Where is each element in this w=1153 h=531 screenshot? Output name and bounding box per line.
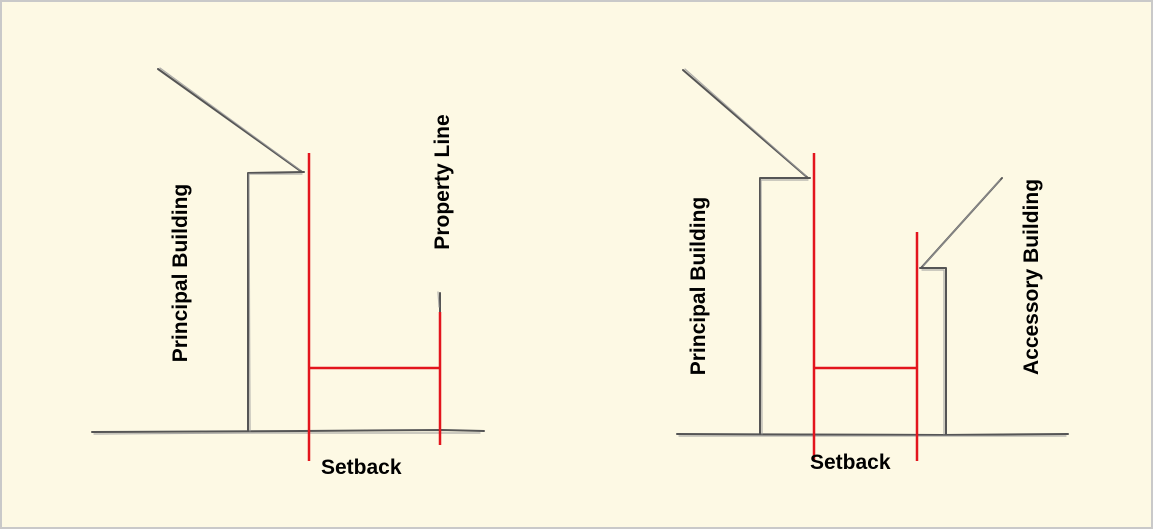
- right-ground-line: [676, 433, 1069, 437]
- left-ground-line: [91, 429, 485, 435]
- left-property-line-label: Property Line: [431, 114, 454, 249]
- right-principal-building-label: Principal Building: [687, 197, 710, 376]
- right-principal-building-outline: [759, 177, 811, 435]
- right-accessory-building-outline: [919, 267, 947, 435]
- right-accessory-building-label: Accessory Building: [1020, 179, 1043, 375]
- right-setback-label: Setback: [810, 451, 891, 474]
- left-principal-building-outline: [247, 171, 305, 432]
- left-setback-label: Setback: [321, 456, 402, 479]
- left-diagram: Principal Building Property Line Setback: [91, 67, 485, 479]
- right-diagram: Principal Building Accessory Building Se…: [676, 68, 1069, 474]
- right-accessory-leader-line: [920, 177, 1003, 269]
- right-principal-leader-line: [682, 68, 809, 179]
- left-principal-building-label: Principal Building: [169, 184, 192, 363]
- left-principal-leader-line: [157, 67, 303, 173]
